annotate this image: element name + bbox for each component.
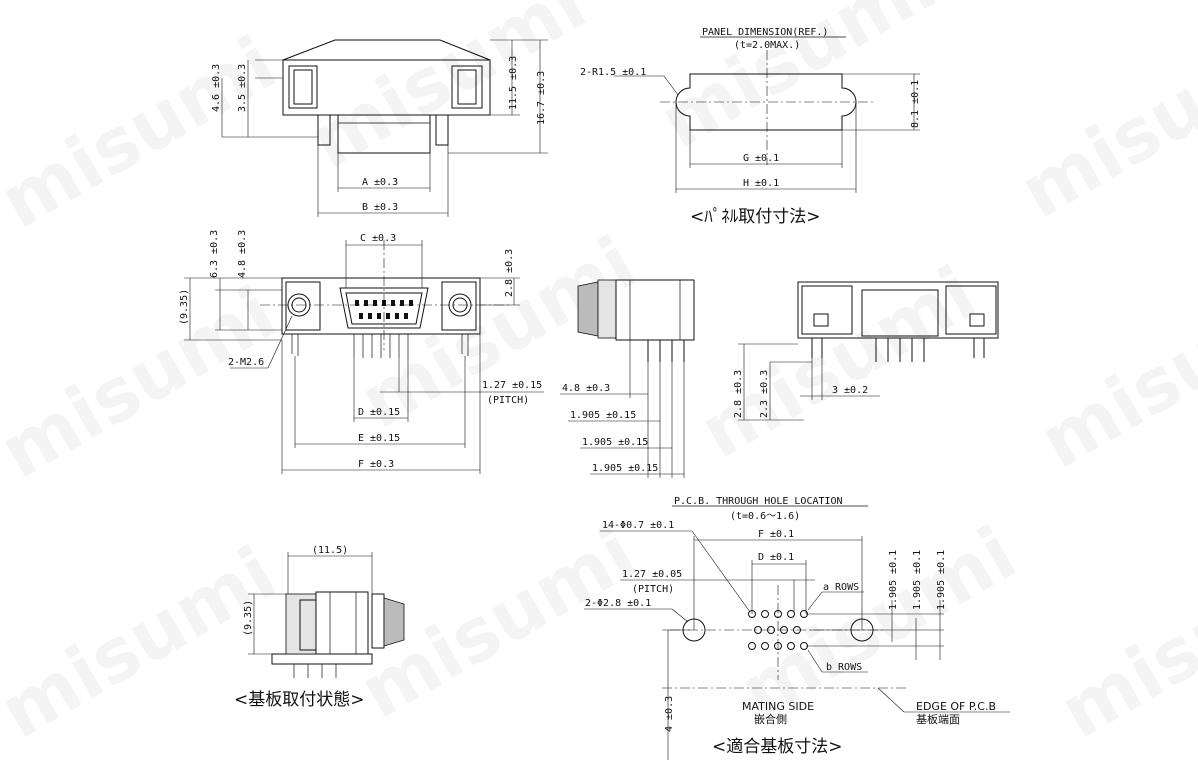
front-9-35: (9.35): [179, 289, 190, 325]
pcb-edge-en: EDGE OF P.C.B: [916, 700, 996, 713]
pcb-d: D ±0.1: [758, 552, 794, 563]
dim-16-7: 16.7 ±0.3: [536, 71, 547, 125]
pcb-f: F ±0.1: [758, 529, 794, 540]
pcb-row-3: 1.905 ±0.1: [936, 550, 947, 610]
panel-caption: <ﾊﾟﾈﾙ取付寸法>: [690, 207, 821, 227]
dim-4-6: 4.6 ±0.3: [211, 64, 222, 112]
svg-text:misumi: misumi: [646, 0, 950, 166]
svg-text:misumi: misumi: [0, 530, 290, 755]
pin-contacts-b: [359, 313, 408, 319]
front-view: C ±0.3 (9.35) 6.3 ±0.3 4.8 ±0.3 2.8 ±0.3…: [179, 230, 544, 474]
pcb-edge-dim: 4 ±0.3: [664, 696, 675, 732]
rear-2-8: 2.8 ±0.3: [733, 370, 744, 418]
pcb-b-rows: b ROWS: [826, 662, 862, 673]
pcb-pitch-label: (PITCH): [632, 584, 674, 595]
panel-g: G ±0.1: [743, 153, 779, 164]
svg-text:misumi: misumi: [0, 20, 290, 245]
pcb-pitch: 1.27 ±0.05: [622, 569, 682, 580]
pcb-holes-b-row: [748, 642, 808, 650]
pcb-row-2: 1.905 ±0.1: [912, 550, 923, 610]
dim-a: A ±0.3: [362, 177, 398, 188]
mounting-view: (11.5) (9.35) <基板取付状態>: [234, 545, 405, 710]
pcb-bosses: 2-Φ2.8 ±0.1: [585, 598, 651, 609]
pcb-mating-en: MATING SIDE: [742, 700, 814, 713]
watermark: misumi misumi misumi misumi misumi misum…: [0, 0, 1198, 756]
svg-text:misumi: misumi: [686, 250, 990, 475]
pcb-holes-a-row2: [754, 626, 801, 634]
pcb-title: P.C.B. THROUGH HOLE LOCATION: [674, 496, 843, 507]
front-4-8: 4.8 ±0.3: [237, 230, 248, 278]
panel-dimension: PANEL DIMENSION(REF.) (t=2.0MAX.) 8.1 ±0…: [580, 27, 921, 227]
pcb-holes: 14-Φ0.7 ±0.1: [602, 520, 674, 531]
front-d: D ±0.15: [358, 407, 400, 418]
front-2-8: 2.8 ±0.3: [504, 249, 515, 297]
panel-radius: 2-R1.5 ±0.1: [580, 67, 646, 78]
pcb-mating-jp: 嵌合側: [754, 712, 787, 726]
front-f: F ±0.3: [358, 459, 394, 470]
panel-title: PANEL DIMENSION(REF.): [702, 27, 828, 38]
svg-text:misumi: misumi: [0, 270, 290, 495]
front-pitch: 1.27 ±0.15: [482, 380, 542, 391]
dim-b: B ±0.3: [362, 202, 398, 213]
rear-3: 3 ±0.2: [832, 385, 868, 396]
pcb-a-rows: a ROWS: [823, 582, 859, 593]
pcb-row-1: 1.905 ±0.1: [888, 550, 899, 610]
panel-height: 8.1 ±0.1: [910, 80, 921, 128]
side-pitch-1: 1.905 ±0.15: [570, 410, 636, 421]
side-pitch-2: 1.905 ±0.15: [582, 437, 648, 448]
front-m2-6: 2-M2.6: [228, 357, 264, 368]
pcb-subtitle: (t=0.6～1.6): [730, 511, 800, 522]
panel-h: H ±0.1: [743, 178, 779, 189]
front-c: C ±0.3: [360, 233, 396, 244]
front-pitch-label: (PITCH): [487, 395, 529, 406]
pcb-edge-jp: 基板端面: [916, 712, 960, 726]
panel-subtitle: (t=2.0MAX.): [734, 40, 800, 51]
mount-caption: <基板取付状態>: [234, 690, 365, 710]
mount-width: (11.5): [312, 545, 348, 556]
side-4-8: 4.8 ±0.3: [562, 383, 610, 394]
svg-text:misumi: misumi: [1026, 260, 1198, 485]
side-pitch-3: 1.905 ±0.15: [592, 463, 658, 474]
pcb-layout: P.C.B. THROUGH HOLE LOCATION (t=0.6～1.6)…: [584, 496, 1010, 760]
front-e: E ±0.15: [358, 433, 400, 444]
dim-3-5: 3.5 ±0.3: [237, 64, 248, 112]
pcb-caption: <適合基板寸法>: [712, 737, 843, 757]
svg-text:misumi: misumi: [1046, 530, 1198, 755]
mount-height: (9.35): [243, 600, 254, 636]
rear-view: 2.8 ±0.3 2.3 ±0.3 3 ±0.2: [733, 281, 999, 421]
svg-text:misumi: misumi: [1006, 10, 1198, 235]
rear-2-3: 2.3 ±0.3: [759, 370, 770, 418]
top-view: 4.6 ±0.3 3.5 ±0.3 11.5 ±0.3 16.7 ±0.3 A …: [211, 39, 548, 217]
side-view: 4.8 ±0.3 1.905 ±0.15 1.905 ±0.15 1.905 ±…: [560, 279, 695, 478]
front-6-3: 6.3 ±0.3: [209, 230, 220, 278]
dim-11-5: 11.5 ±0.3: [508, 56, 519, 110]
